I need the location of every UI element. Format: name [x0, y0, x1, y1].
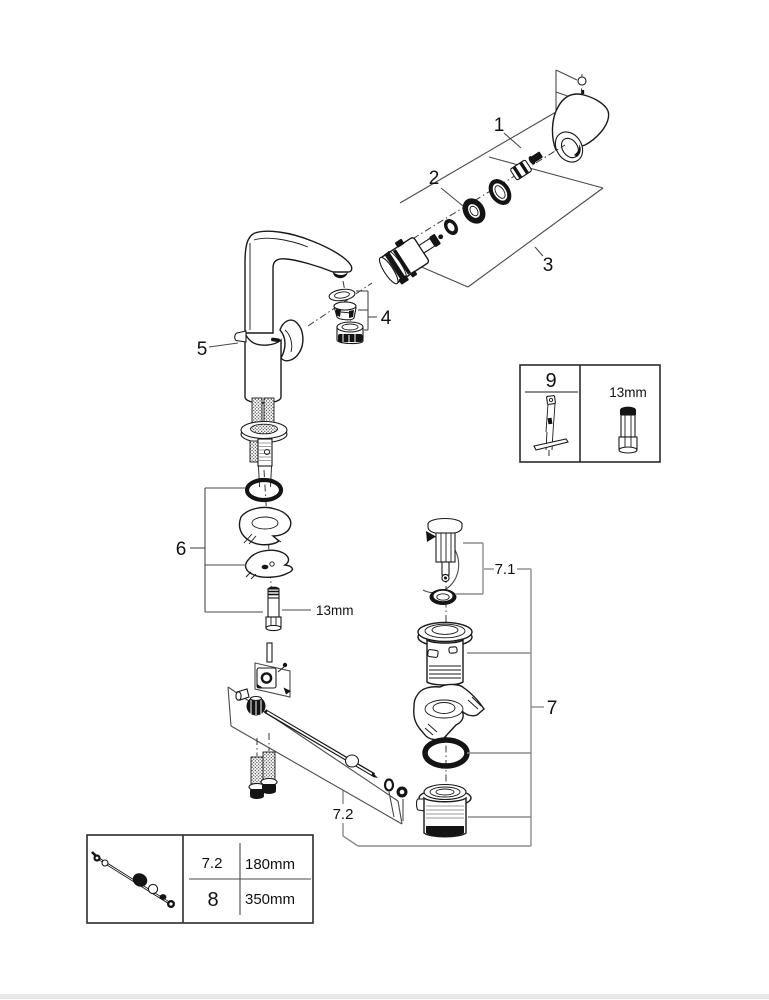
- rod-thumbnail-drawing: [91, 851, 175, 908]
- cartridge-fixing-screw: [528, 151, 543, 165]
- tool-box-stud-drawing: [618, 406, 638, 454]
- dimension-box-frame: [86, 834, 314, 924]
- seal-ring-large: [488, 179, 512, 205]
- dimension-table: 7.2 180mm 8 350mm: [189, 843, 311, 915]
- tool-box-9: 9 13mm: [519, 364, 661, 463]
- rotation-arrow-head: [426, 531, 436, 542]
- callout-5-leader: [208, 342, 239, 348]
- faucet-body-drawing: [234, 230, 353, 404]
- seal-ring-small: [444, 219, 458, 235]
- handle-lever-drawing: [551, 93, 610, 163]
- footer-divider: [0, 994, 769, 999]
- aerator-insert: [333, 301, 357, 321]
- bracket-7: [342, 569, 544, 847]
- part4-aerator-group: 4: [328, 280, 392, 345]
- dimension-row1-value: 180mm: [245, 856, 295, 873]
- part5-faucet-body-group: 5: [197, 230, 353, 488]
- tool-box-frame: [519, 364, 661, 463]
- handle-cap-plug: [577, 76, 587, 86]
- dimension-box: 7.2 180mm 8 350mm: [86, 834, 314, 924]
- dimension-row1-ref: 7.2: [202, 855, 223, 872]
- tool-ref-label: 9: [545, 370, 556, 392]
- group1-bracket-lines: [399, 69, 578, 204]
- part7-popup-group: 7.1: [227, 517, 558, 847]
- hose-connector-right: [260, 751, 278, 794]
- threaded-shank: [249, 438, 273, 488]
- group3-bracket-lines: [388, 156, 604, 288]
- tool-size-label: 13mm: [609, 385, 647, 400]
- drain-body: [415, 783, 472, 838]
- callout-1-label: 1: [494, 115, 505, 136]
- part2-part3-group: 2 3: [307, 144, 604, 327]
- popup-rod: [263, 709, 378, 778]
- part1-handle-group: 1: [399, 69, 610, 204]
- pivot-knob: [246, 695, 266, 716]
- mounting-crescent-plate: [244, 549, 293, 580]
- cartridge-to-lever-axis: [307, 282, 373, 327]
- cartridge-drawing: [378, 234, 444, 285]
- rod-assembly-7-2: [227, 642, 408, 825]
- ball-joint-block: [256, 662, 291, 695]
- cartridge-adapter: [510, 159, 532, 181]
- dimension-row2-ref: 8: [207, 889, 218, 911]
- socket-wrench-drawing: [533, 395, 569, 456]
- aerator-housing: [336, 321, 364, 345]
- popup-plug-7-1: 7.1: [422, 517, 531, 605]
- callout-7-label: 7: [547, 698, 558, 719]
- drain-flange: [417, 621, 473, 686]
- small-parts-frame: [254, 662, 291, 698]
- callout-6-label: 6: [176, 539, 187, 560]
- part6-mounting-group: 13mm 6: [176, 469, 354, 632]
- callout-2-label: 2: [429, 168, 440, 189]
- rod-o-ring: [383, 778, 395, 792]
- mounting-wedge: [238, 506, 292, 546]
- dimension-row2-value: 350mm: [245, 891, 295, 908]
- base-o-ring: [244, 477, 284, 503]
- spout-outlet-lip: [333, 272, 348, 279]
- plug-stem: [435, 532, 456, 563]
- rod-pin: [266, 642, 273, 663]
- group6-bracket-lines: [190, 487, 263, 613]
- rod-dark-ring: [396, 786, 408, 798]
- callout-2-leader: [440, 187, 464, 207]
- base-escutcheon: [240, 420, 288, 444]
- lever-pin: [234, 330, 247, 343]
- aerator-washer: [328, 288, 356, 302]
- horseshoe-gasket: [413, 683, 485, 741]
- callout-7-2-label: 7.2: [333, 806, 354, 823]
- seal-ring-medium: [462, 198, 486, 224]
- stud-size-label: 13mm: [316, 603, 354, 618]
- cartridge-explosion-axis: [387, 144, 566, 255]
- plug-seal-ring: [429, 589, 457, 605]
- mounting-stud: [265, 586, 282, 632]
- callout-7-1-label: 7.1: [495, 561, 516, 578]
- callout-4-label: 4: [381, 308, 392, 329]
- callout-3-label: 3: [543, 255, 554, 276]
- callout-1-leader: [503, 132, 522, 149]
- bracket-7-1: [455, 542, 531, 595]
- group4-bracket-lines: [356, 290, 377, 331]
- callout-5-label: 5: [197, 339, 208, 360]
